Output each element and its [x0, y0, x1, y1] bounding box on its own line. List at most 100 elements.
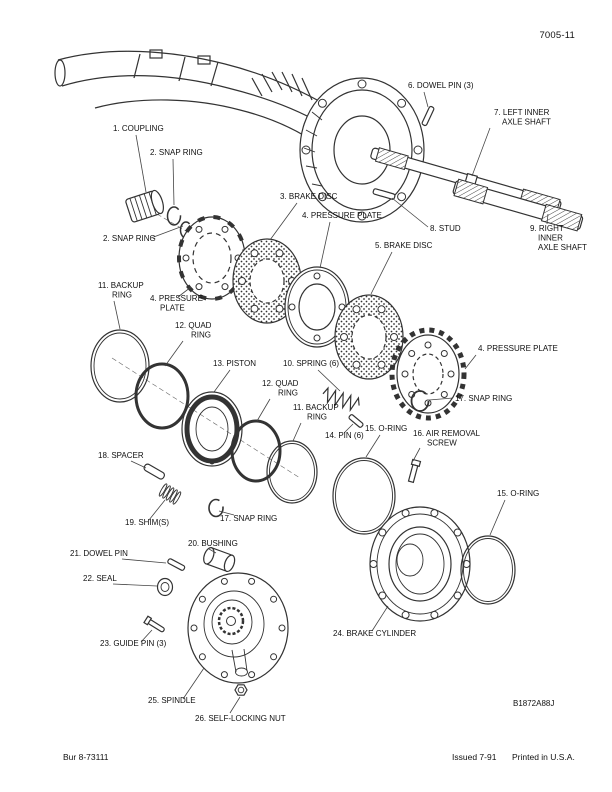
part-label-snap-ring-b: 2. SNAP RING	[103, 234, 156, 243]
spindle-part	[187, 572, 289, 684]
brake-cylinder-part	[369, 506, 471, 622]
part-label-o-ring-b: 15. O-RING	[497, 489, 539, 498]
leader-line-backup-ring-a	[113, 300, 121, 330]
dowel-pin-6-part	[421, 105, 435, 127]
leader-line-spring	[317, 369, 341, 392]
shims-part	[158, 483, 182, 505]
part-label-pressure-plate-top: 4. PRESSURE PLATE	[302, 211, 382, 220]
o-ring-b-part	[460, 535, 516, 605]
snap-ring-a-part	[166, 206, 182, 226]
leader-line-self-locking-nut	[229, 696, 241, 714]
hub-flange	[299, 77, 425, 223]
quad-ring-a-part	[134, 362, 190, 430]
part-label-dowel-pin-21: 21. DOWEL PIN	[70, 549, 128, 558]
leader-line-o-ring-a	[365, 434, 381, 458]
part-label-stud: 8. STUD	[430, 224, 461, 233]
backup-ring-b-part	[266, 440, 318, 504]
pin-part	[348, 414, 364, 428]
part-label-snap-ring-a: 2. SNAP RING	[150, 148, 203, 157]
part-label-coupling: 1. COUPLING	[113, 124, 164, 133]
leader-line-quad-ring-a	[164, 340, 184, 367]
part-label-snap-ring-17a: 17. SNAP RING	[455, 394, 512, 403]
leader-line-bushing	[208, 548, 217, 554]
snap-ring-17a-part	[410, 390, 430, 412]
leader-line-left-axle-shaft	[471, 127, 491, 177]
label-layer: 1. COUPLING 2. SNAP RING 2. SNAP RING 3. BR…	[70, 81, 587, 723]
part-label-shims: 19. SHIM(S)	[125, 518, 169, 527]
pressure-plate-c-part	[389, 327, 467, 421]
part-label-guide-pin: 23. GUIDE PIN (3)	[100, 639, 167, 648]
leader-line-pin	[343, 423, 354, 434]
leader-line-brake-disc-5	[370, 251, 393, 295]
part-label-pin: 14. PIN (6)	[325, 431, 364, 440]
leader-line-snap-ring-17b	[218, 510, 235, 516]
axis-line-lower	[111, 357, 301, 479]
leader-line-snap-ring-17a	[428, 397, 454, 401]
leader-line-backup-ring-b	[292, 422, 302, 442]
leader-line-o-ring-b	[489, 499, 506, 536]
spacer-part	[143, 463, 166, 480]
leader-line-brake-cylinder	[371, 605, 389, 632]
leader-line-stud	[391, 197, 429, 228]
part-label-brake-disc-3: 3. BRAKE DISC	[280, 192, 338, 201]
quad-ring-b-part	[230, 419, 282, 483]
axle-housing	[54, 49, 329, 137]
brake-disc-5-part	[334, 294, 404, 380]
leader-line-pressure-plate-right	[464, 354, 477, 370]
part-label-seal: 22. SEAL	[83, 574, 117, 583]
leader-line-spacer	[130, 460, 147, 469]
leader-line-guide-pin	[140, 629, 153, 643]
leader-line-air-removal-screw	[412, 447, 421, 462]
part-label-spring: 10. SPRING (6)	[283, 359, 339, 368]
leader-line-snap-ring-a	[172, 158, 175, 206]
dowel-pin-21-part	[167, 558, 186, 571]
stud-part	[372, 188, 396, 200]
part-label-o-ring-a: 15. O-RING	[365, 424, 407, 433]
part-label-dowel-pin-6: 6. DOWEL PIN (3)	[408, 81, 474, 90]
leader-line-brake-disc-3	[269, 202, 298, 241]
leader-line-right-axle-shaft	[546, 213, 549, 225]
piston-part	[181, 391, 243, 467]
o-ring-a-part	[332, 457, 396, 535]
leader-line-dowel-pin-6	[423, 91, 429, 108]
backup-ring-a-part	[90, 329, 150, 403]
guide-pin-part	[143, 615, 165, 633]
leader-line-piston	[213, 369, 231, 393]
leader-line-shims	[148, 499, 166, 521]
part-label-brake-cylinder: 24. BRAKE CYLINDER	[333, 629, 416, 638]
part-label-spacer: 18. SPACER	[98, 451, 144, 460]
spring-part	[322, 386, 360, 413]
page-footer: Bur 8-73111 Issued 7-91 Printed in U.S.A…	[0, 752, 612, 766]
leader-line-snap-ring-b	[150, 225, 184, 239]
snap-ring-17b-part	[208, 498, 224, 518]
footer-issued-date: Issued 7-91	[452, 752, 497, 762]
leader-line-seal	[112, 583, 158, 587]
leader-line-spindle	[182, 667, 205, 700]
air-removal-screw-part	[407, 458, 422, 484]
brake-disc-3-part	[232, 238, 302, 324]
page-number: 7005-11	[539, 30, 575, 41]
footer-printed-note: Printed in U.S.A.	[512, 752, 575, 762]
leader-line-coupling	[135, 134, 147, 193]
seal-part	[156, 577, 174, 597]
leader-line-quad-ring-b	[256, 398, 271, 422]
part-label-snap-ring-17b: 17. SNAP RING	[220, 514, 277, 523]
part-label-bushing: 20. BUSHING	[188, 539, 238, 548]
part-label-spindle: 25. SPINDLE	[148, 696, 196, 705]
part-label-brake-disc-5: 5. BRAKE DISC	[375, 241, 433, 250]
bushing-part	[203, 547, 236, 573]
part-label-piston: 13. PISTON	[213, 359, 256, 368]
coupling-part	[125, 189, 164, 223]
leader-line-pressure-plate-left	[177, 286, 192, 298]
leader-line-dowel-pin-21	[121, 558, 167, 564]
self-locking-nut-part	[234, 684, 248, 696]
figure-code: B1872A88J	[513, 699, 554, 708]
